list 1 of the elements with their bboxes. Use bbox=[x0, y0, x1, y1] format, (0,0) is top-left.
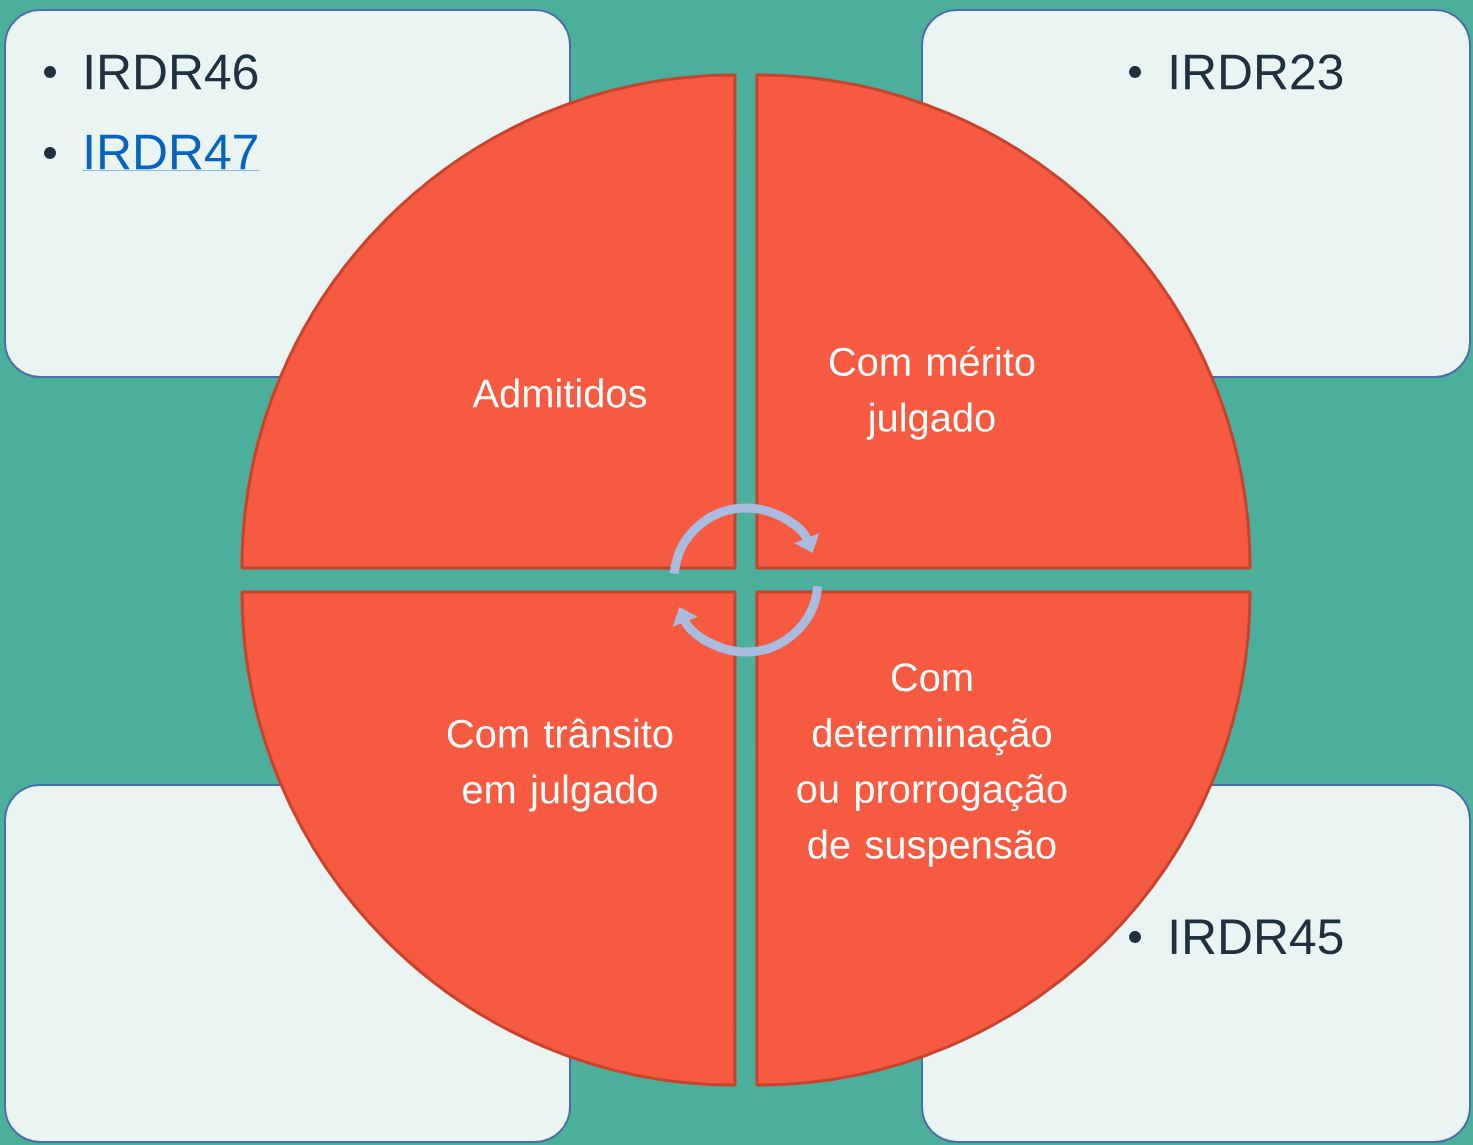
quadrant-segment: Com trânsito em julgado bbox=[240, 590, 737, 1087]
